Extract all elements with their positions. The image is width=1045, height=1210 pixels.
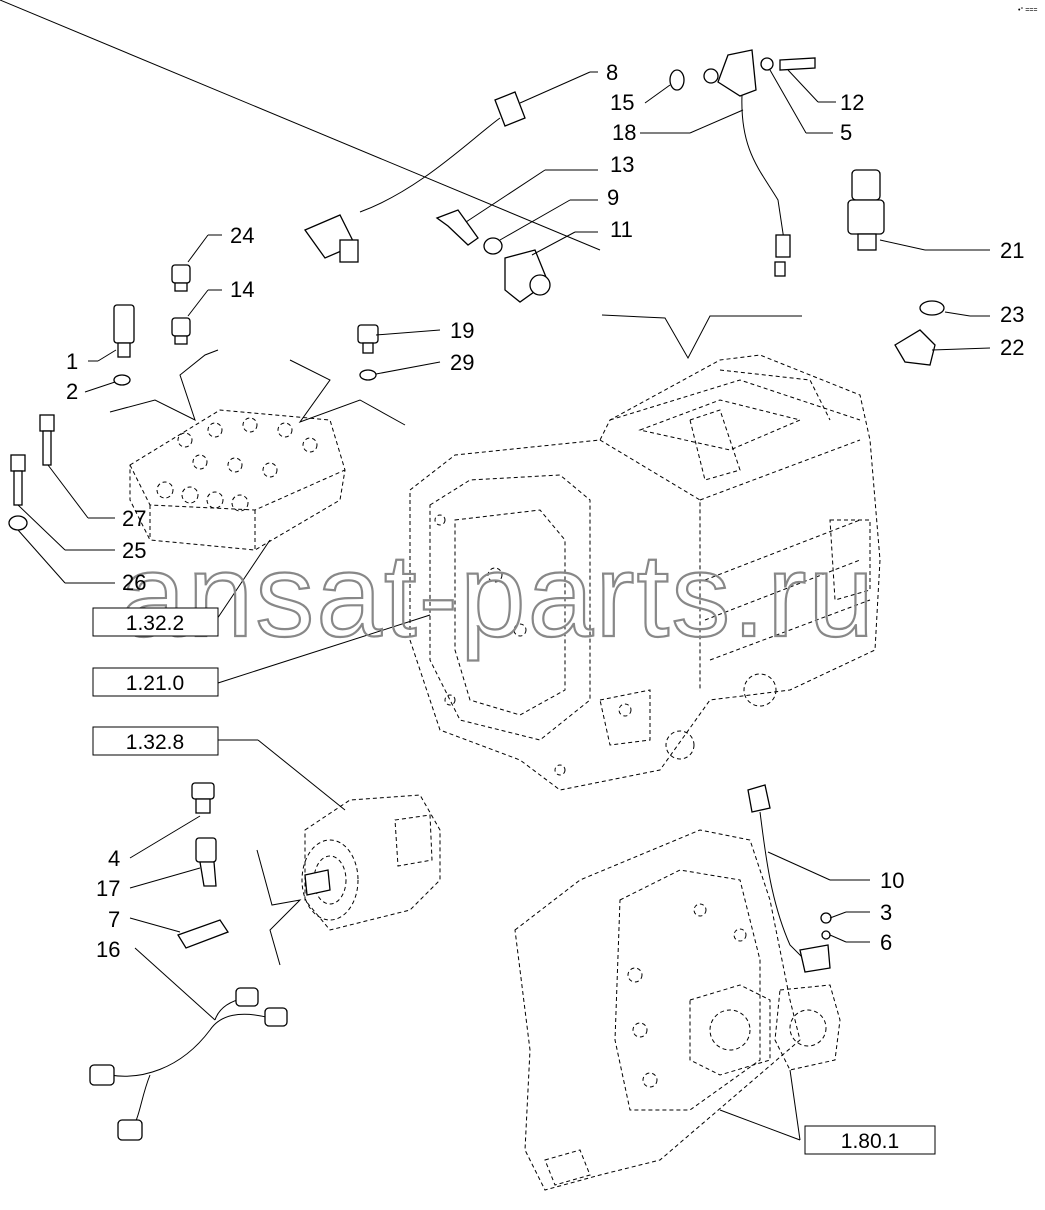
bolt-13-washer-9-block-11 bbox=[435, 209, 551, 303]
callout-6: 6 bbox=[880, 930, 892, 955]
transmission-housing bbox=[409, 354, 881, 791]
callout-3: 3 bbox=[880, 900, 892, 925]
reference-label: 1.32.8 bbox=[126, 731, 184, 754]
pressure-switch-21 bbox=[847, 169, 945, 366]
sensors-lower-left bbox=[177, 782, 229, 949]
reference-box-1-32-2[interactable]: 1.32.2 bbox=[92, 607, 219, 637]
speed-sensor-18 bbox=[669, 49, 816, 277]
reference-label: 1.32.2 bbox=[126, 612, 184, 635]
callout-8: 8 bbox=[606, 60, 618, 85]
callout-11: 11 bbox=[610, 217, 633, 242]
callout-15: 15 bbox=[610, 90, 634, 115]
sensors-left bbox=[8, 264, 379, 531]
callout-29: 29 bbox=[450, 350, 474, 375]
control-valve-block bbox=[129, 409, 346, 551]
callout-14: 14 bbox=[230, 277, 254, 302]
callout-10: 10 bbox=[880, 868, 904, 893]
corner-mark: •° === bbox=[1018, 6, 1037, 14]
reference-box-1-32-8[interactable]: 1.32.8 bbox=[92, 726, 219, 756]
callout-5: 5 bbox=[840, 120, 852, 145]
callout-26: 26 bbox=[122, 570, 146, 595]
wire-harness-16 bbox=[89, 987, 288, 1141]
callout-2: 2 bbox=[66, 379, 78, 404]
callout-4: 4 bbox=[108, 846, 120, 871]
callout-7: 7 bbox=[108, 907, 120, 932]
callout-16: 16 bbox=[96, 937, 120, 962]
callout-19: 19 bbox=[450, 318, 474, 343]
sensor-cable-10 bbox=[747, 784, 832, 973]
callout-9: 9 bbox=[607, 185, 619, 210]
leader-lines bbox=[17, 69, 991, 1141]
callout-24: 24 bbox=[230, 223, 254, 248]
callout-25: 25 bbox=[122, 538, 146, 563]
reference-box-1-80-1[interactable]: 1.80.1 bbox=[804, 1125, 936, 1155]
hydraulic-pump bbox=[301, 794, 441, 931]
reference-box-1-21-0[interactable]: 1.21.0 bbox=[92, 667, 219, 697]
watermark: ansat-parts.ru bbox=[120, 530, 876, 662]
sensor-cable-8 bbox=[304, 91, 526, 263]
callout-21: 21 bbox=[1000, 238, 1024, 263]
reference-label: 1.21.0 bbox=[126, 672, 184, 695]
callout-23: 23 bbox=[1000, 302, 1024, 327]
reference-label: 1.80.1 bbox=[841, 1130, 899, 1153]
callout-1: 1 bbox=[66, 349, 78, 374]
direction-guides bbox=[0, 0, 802, 966]
callout-27: 27 bbox=[122, 506, 146, 531]
callout-22: 22 bbox=[1000, 335, 1024, 360]
callout-13: 13 bbox=[610, 152, 634, 177]
callout-17: 17 bbox=[96, 876, 120, 901]
callout-18: 18 bbox=[612, 120, 636, 145]
rear-housing bbox=[514, 829, 841, 1191]
callout-12: 12 bbox=[840, 90, 864, 115]
callout-labels: 8 15 12 18 5 13 9 11 24 14 21 23 22 19 2… bbox=[66, 60, 1024, 962]
